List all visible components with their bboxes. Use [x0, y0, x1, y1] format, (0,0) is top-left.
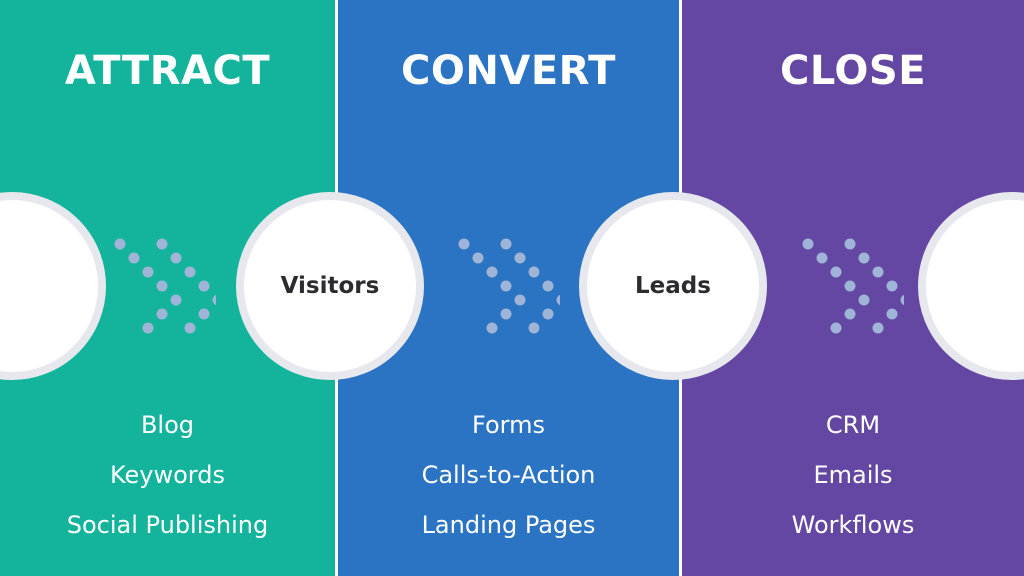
- chevron-dot: [802, 238, 814, 250]
- chevron-dot: [142, 266, 154, 278]
- stage-item: CRM: [825, 411, 881, 439]
- chevron-dot: [858, 294, 870, 306]
- chevron-dot: [528, 266, 540, 278]
- chevron-dot: [184, 322, 196, 334]
- chevron-dot: [528, 322, 540, 334]
- chevron-dot: [486, 266, 498, 278]
- stage-heading-attract: ATTRACT: [64, 48, 271, 94]
- stage-item: Calls-to-Action: [421, 461, 596, 489]
- chevron-dot: [198, 308, 210, 320]
- chevron-dot: [156, 308, 168, 320]
- chevron-dot: [170, 294, 182, 306]
- chevron-dot: [500, 238, 512, 250]
- chevron-dot: [128, 252, 140, 264]
- stage-item: Social Publishing: [66, 511, 269, 539]
- chevron-dot: [542, 308, 554, 320]
- chevron-dot: [886, 280, 898, 292]
- chevron-dot: [830, 322, 842, 334]
- chevron-dot: [486, 322, 498, 334]
- chevron-dot: [500, 280, 512, 292]
- chevron-dot: [556, 294, 560, 306]
- chevron-dot: [872, 322, 884, 334]
- chevron-dot: [156, 238, 168, 250]
- chevron-dot: [844, 280, 856, 292]
- chevron-dot: [542, 280, 554, 292]
- stage-item: Forms: [472, 411, 545, 439]
- chevron-dot: [816, 252, 828, 264]
- chevron-dot: [514, 294, 526, 306]
- chevron-dot: [500, 308, 512, 320]
- chevron-dot: [184, 266, 196, 278]
- chevron-dot: [900, 294, 904, 306]
- stage-heading-convert: CONVERT: [401, 48, 616, 94]
- chevron-dot: [844, 308, 856, 320]
- stage-item: Emails: [813, 461, 893, 489]
- chevron-dot: [858, 252, 870, 264]
- chevron-dot: [142, 322, 154, 334]
- chevron-dot: [198, 280, 210, 292]
- node-label-leads: Leads: [635, 273, 711, 299]
- stage-items-convert: Forms Calls-to-Action Landing Pages: [338, 400, 679, 550]
- chevron-arrow-icon: [458, 238, 560, 334]
- chevron-dot: [514, 252, 526, 264]
- stage-item: Workflows: [791, 511, 915, 539]
- stage-heading-close: CLOSE: [779, 48, 927, 94]
- stage-item: Keywords: [109, 461, 225, 489]
- chevron-arrow-icon: [802, 238, 904, 334]
- node-circle-leads: Leads: [579, 192, 767, 380]
- chevron-dot: [458, 238, 470, 250]
- chevron-dot: [170, 252, 182, 264]
- stage-items-attract: Blog Keywords Social Publishing: [0, 400, 335, 550]
- chevron-dot: [886, 308, 898, 320]
- chevron-dot: [156, 280, 168, 292]
- chevron-dot: [872, 266, 884, 278]
- node-label-visitors: Visitors: [280, 273, 380, 299]
- chevron-dot: [114, 238, 126, 250]
- chevron-arrow-icon: [114, 238, 216, 334]
- stage-item: Blog: [140, 411, 195, 439]
- chevron-dot: [830, 266, 842, 278]
- stage-items-close: CRM Emails Workflows: [682, 400, 1024, 550]
- stage-item: Landing Pages: [421, 511, 596, 539]
- node-circle-visitors: Visitors: [236, 192, 424, 380]
- chevron-dot: [472, 252, 484, 264]
- chevron-dot: [844, 238, 856, 250]
- chevron-dot: [212, 294, 216, 306]
